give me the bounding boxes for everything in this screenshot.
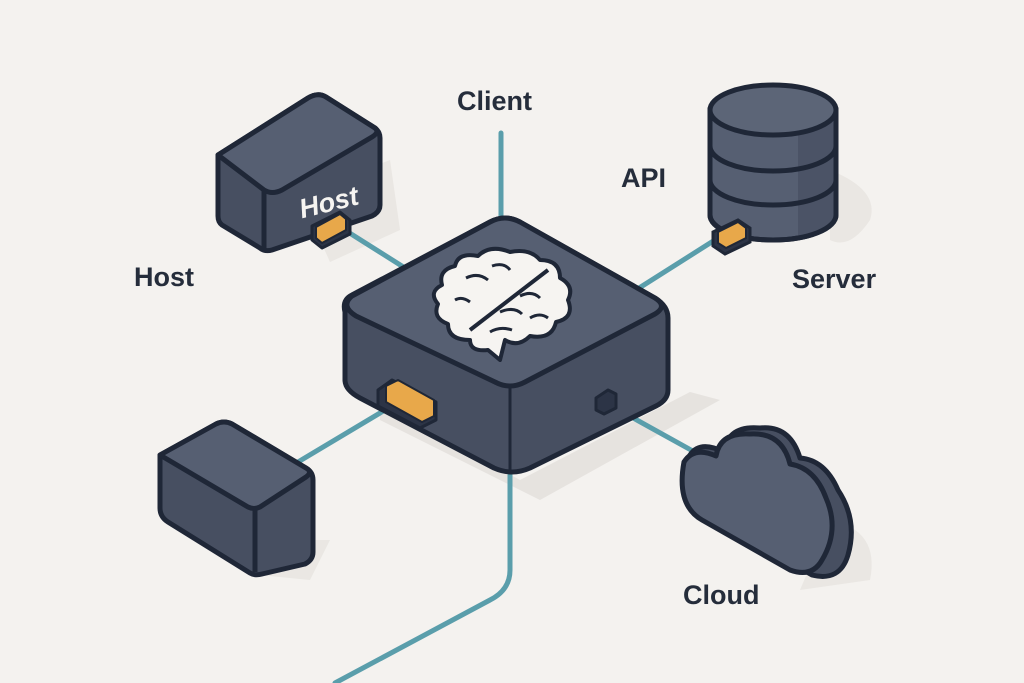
hub-box[interactable] (341, 215, 671, 475)
connector-left-box (295, 407, 388, 465)
label-client: Client (457, 86, 533, 116)
label-api: API (621, 163, 667, 193)
hub-port-right (594, 388, 618, 416)
label-cloud: Cloud (683, 580, 760, 610)
connector-bottom (332, 472, 513, 683)
connector-host (345, 229, 408, 271)
host-box[interactable]: Host (215, 92, 383, 254)
client-box[interactable] (157, 419, 316, 578)
server-port (711, 218, 752, 256)
server-database[interactable] (707, 82, 839, 256)
label-server: Server (792, 264, 877, 294)
connector-server (633, 235, 721, 293)
label-host: Host (134, 262, 194, 292)
cloud-icon[interactable] (679, 425, 854, 579)
brain-icon (431, 246, 573, 362)
hub-port-left (376, 378, 438, 430)
host-port (310, 210, 352, 250)
